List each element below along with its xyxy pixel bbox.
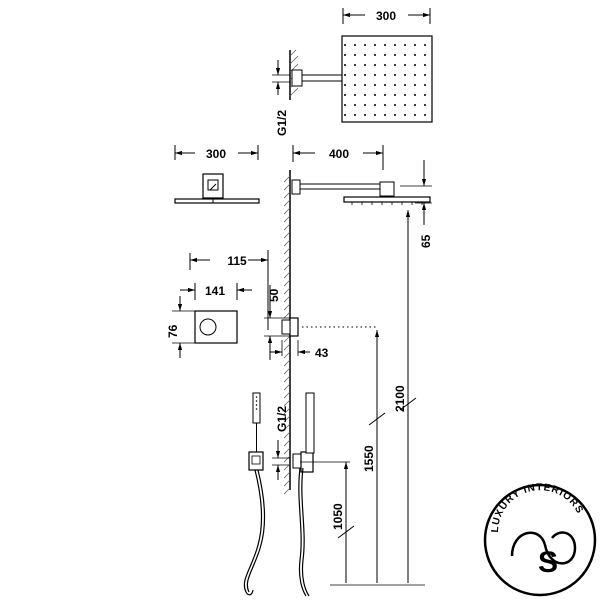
- thread-bottom-dimension: G1/2: [272, 406, 290, 480]
- dim-panel-depth: 115: [227, 254, 247, 268]
- control-knob-icon: [199, 318, 217, 336]
- dim-panel-protrusion: 43: [315, 346, 329, 360]
- dim-thread-bottom: G1/2: [275, 406, 289, 432]
- luxury-interiors-logo: LUXURY INTERIORS S: [483, 482, 597, 597]
- dim-height-1050: 1050: [331, 503, 345, 530]
- dim-thread-top: G1/2: [275, 110, 289, 136]
- dim-panel-width: 141: [205, 284, 225, 298]
- dim-panel-height: 76: [166, 324, 180, 338]
- dim-head-drop: 65: [419, 234, 433, 248]
- control-panel-side: 50 43: [264, 285, 378, 360]
- dim-height-1550: 1550: [362, 445, 376, 472]
- control-panel-front: 115 141 76: [166, 250, 269, 358]
- dim-head-top-width: 300: [376, 9, 396, 23]
- dim-panel-offset: 50: [267, 288, 281, 302]
- top-shower-head-view: 300 G1/2: [272, 8, 433, 136]
- left-shower-head-view: 300: [174, 145, 260, 204]
- wall-arm-shower-side: 400 65: [291, 145, 433, 248]
- side-shower-head: [174, 198, 260, 204]
- square-shower-head: [341, 35, 433, 123]
- hand-shower-side: [292, 392, 315, 597]
- logo-monogram-icon: [510, 531, 577, 565]
- dim-arm-length: 400: [329, 147, 349, 161]
- dim-head-left-width: 300: [206, 147, 226, 161]
- height-dimensions: 2100 1550 1050: [300, 210, 425, 586]
- dim-height-2100: 2100: [393, 385, 407, 412]
- hand-shower-front: [243, 392, 266, 596]
- logo-monogram: S: [538, 546, 558, 579]
